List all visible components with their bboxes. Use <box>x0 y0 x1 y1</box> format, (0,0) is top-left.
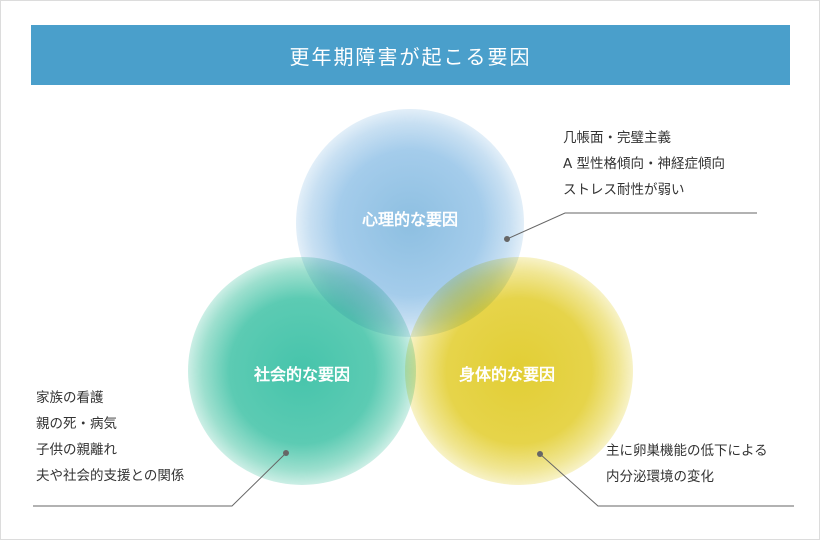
social-item: 子供の親離れ <box>36 442 117 458</box>
physical-leader-line <box>539 453 794 507</box>
social-leader <box>33 450 289 507</box>
physical-item: 主に卵巣機能の低下による <box>606 443 768 459</box>
psychological-item: 几帳面・完璧主義 <box>563 130 671 146</box>
psychological-leader <box>504 212 757 242</box>
social-item: 夫や社会的支援との関係 <box>36 468 185 484</box>
social-factor-circle <box>188 257 416 485</box>
psychological-factor-label: 心理的な要因 <box>361 210 459 229</box>
social-item: 親の死・病気 <box>36 416 117 432</box>
social-factor-label: 社会的な要因 <box>253 365 351 384</box>
psychological-item: ストレス耐性が弱い <box>563 182 685 198</box>
psychological-leader-line <box>506 212 757 240</box>
social-item: 家族の看護 <box>36 390 104 406</box>
physical-factor-list: 主に卵巣機能の低下による 内分泌環境の変化 <box>606 438 768 490</box>
title-bar: 更年期障害が起こる要因 <box>31 25 790 85</box>
physical-item: 内分泌環境の変化 <box>606 469 714 485</box>
social-factor-list: 家族の看護 親の死・病気 子供の親離れ 夫や社会的支援との関係 <box>36 385 184 489</box>
physical-leader <box>537 451 794 507</box>
physical-factor-circle <box>405 257 633 485</box>
diagram-title: 更年期障害が起こる要因 <box>289 44 532 69</box>
psychological-factor-list: 几帳面・完璧主義 A 型性格傾向・神経症傾向 ストレス耐性が弱い <box>563 125 725 203</box>
psychological-item: A 型性格傾向・神経症傾向 <box>563 156 726 172</box>
social-leader-line <box>33 452 287 507</box>
physical-factor-label: 身体的な要因 <box>458 365 556 384</box>
